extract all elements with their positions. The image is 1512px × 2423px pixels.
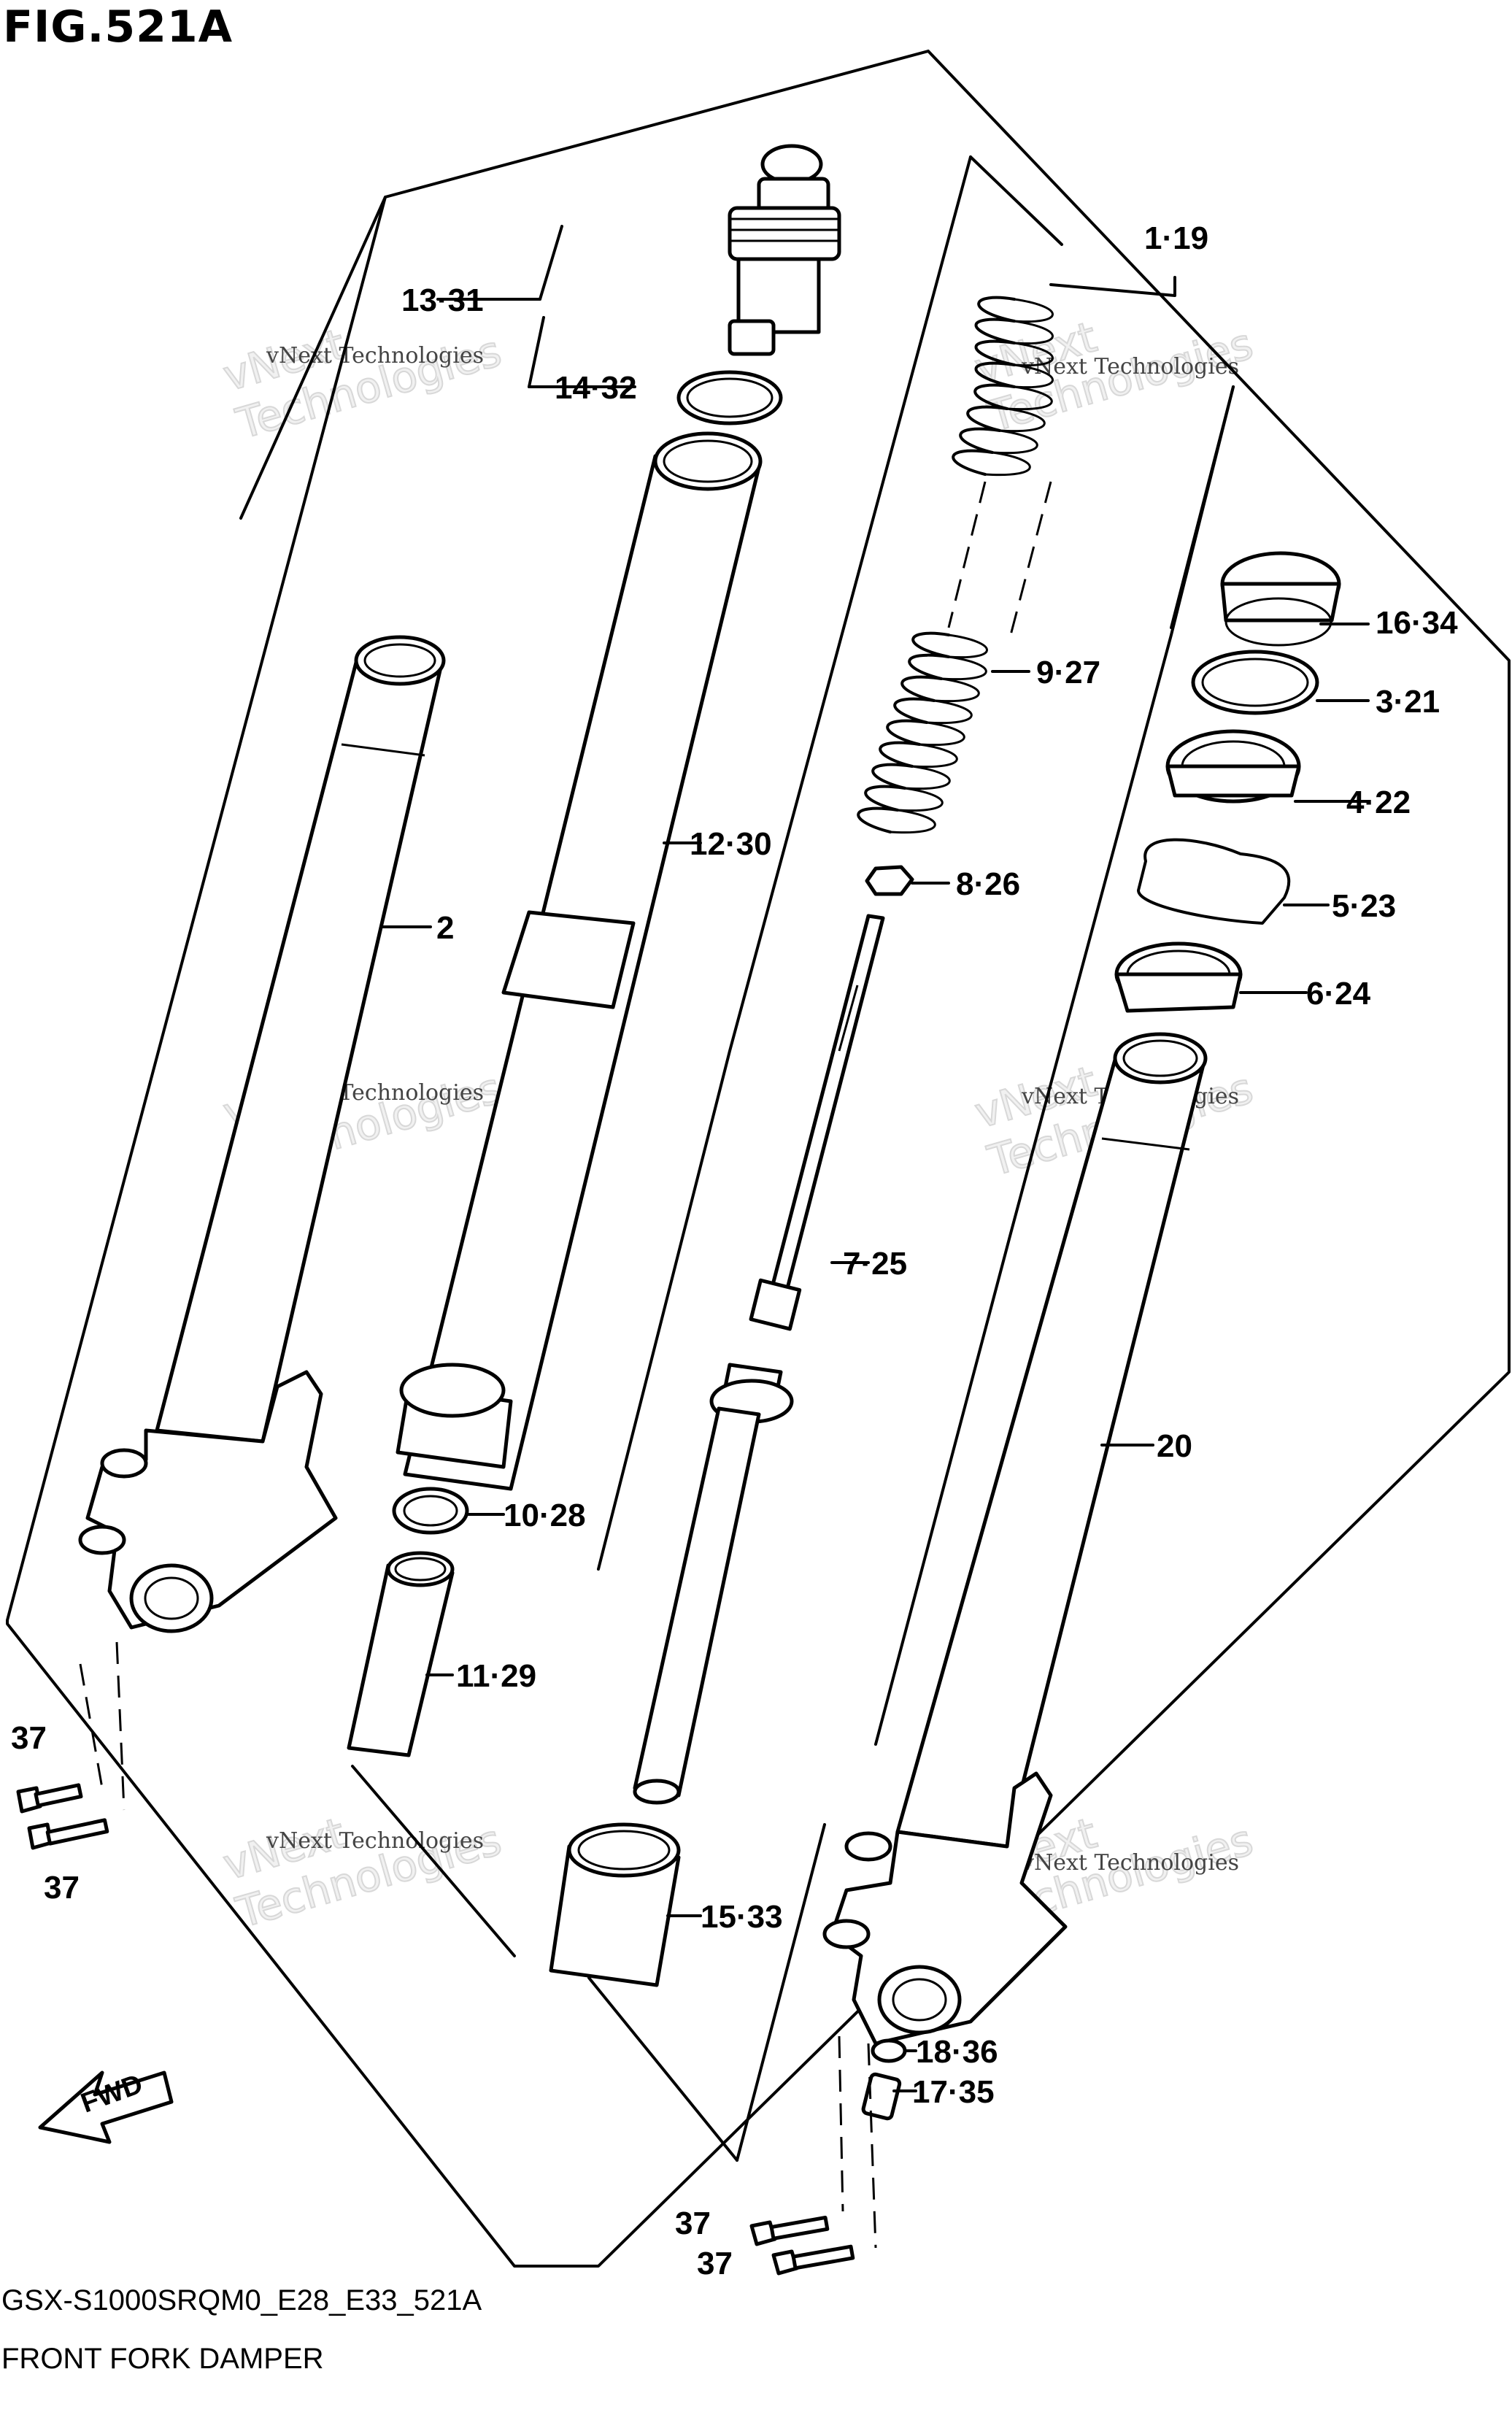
bolt-37-left-bottom — [27, 1818, 109, 1850]
bolt-37-left-top — [16, 1783, 83, 1814]
assembly-border — [6, 50, 1511, 2268]
callout-10-28: 10·28 — [504, 1498, 586, 1533]
callout-15-33: 15·33 — [701, 1899, 783, 1935]
callout-18-36: 18·36 — [916, 2034, 998, 2070]
callout-12-30: 12·30 — [690, 826, 772, 862]
leader-1-19 — [1049, 276, 1176, 297]
callout-1-19: 1·19 — [1144, 220, 1209, 256]
callout-7-25: 7·25 — [843, 1246, 908, 1282]
left-panel-line — [351, 1765, 516, 1957]
callout-37-left-bottom: 37 — [44, 1870, 80, 1906]
callout-14-32: 14·32 — [555, 370, 637, 406]
drain-washer — [871, 2038, 907, 2063]
lock-nut — [865, 865, 914, 896]
damper-rod — [633, 914, 885, 1805]
guide-bushing — [1114, 941, 1243, 1013]
centre-group-lower — [587, 1976, 738, 2162]
inner-tube-left — [155, 635, 446, 1444]
stopper-ring — [1191, 650, 1319, 715]
callout-5-23: 5·23 — [1332, 888, 1397, 924]
callout-17-35: 17·35 — [912, 2074, 995, 2110]
dust-seal — [1220, 551, 1341, 647]
right-group-frame-2 — [874, 385, 1235, 1746]
diagram-subtitle: FRONT FORK DAMPER — [1, 2343, 324, 2375]
o-ring — [676, 370, 783, 425]
centre-group-bottom — [736, 1823, 826, 2162]
watermark-text: vNext Technologies — [1022, 1850, 1240, 1876]
callout-11-29: 11·29 — [456, 1658, 537, 1694]
bolt-37-bottom-b — [771, 2244, 855, 2276]
oil-seal — [1165, 729, 1301, 804]
watermark-text: vNext Technologies — [266, 343, 485, 369]
callout-37-left-top: 37 — [11, 1720, 47, 1756]
centre-group-border-left — [597, 155, 972, 1571]
outer-tube — [396, 431, 763, 1491]
callout-6-24: 6·24 — [1306, 976, 1371, 1012]
left-group-border — [239, 196, 387, 520]
slide-bushing — [549, 1822, 681, 1987]
callout-13-31: 13·31 — [401, 282, 484, 318]
callout-37-bottom-a: 37 — [675, 2206, 711, 2241]
collar — [347, 1551, 455, 1757]
figure-title: FIG.521A — [3, 1, 234, 53]
callout-8-26: 8·26 — [956, 866, 1021, 902]
callout-20: 20 — [1157, 1428, 1192, 1464]
axle-bracket-right — [822, 1771, 1068, 2046]
bolt-37-bottom-a — [749, 2216, 830, 2246]
fork-spring — [857, 296, 1054, 834]
fork-cap — [728, 144, 841, 356]
diagram-code: GSX-S1000SRQM0_E28_E33_521A — [1, 2284, 482, 2316]
callout-9-27: 9·27 — [1036, 655, 1101, 690]
inner-tube-right — [895, 1032, 1208, 1849]
callout-16-34: 16·34 — [1376, 605, 1458, 641]
callout-3-21: 3·21 — [1376, 684, 1440, 720]
watermark-text: vNext Technologies — [266, 1828, 485, 1854]
callout-2: 2 — [436, 910, 455, 946]
callout-4-22: 4·22 — [1346, 785, 1411, 820]
watermark-text: vNext Technologies — [1022, 354, 1240, 380]
drain-bolt — [861, 2072, 902, 2121]
centre-group-border — [969, 155, 1063, 246]
axle-bracket-left — [78, 1370, 338, 1633]
fwd-arrow — [38, 2070, 174, 2144]
callout-37-bottom-b: 37 — [697, 2246, 733, 2281]
circlip — [1137, 838, 1291, 925]
